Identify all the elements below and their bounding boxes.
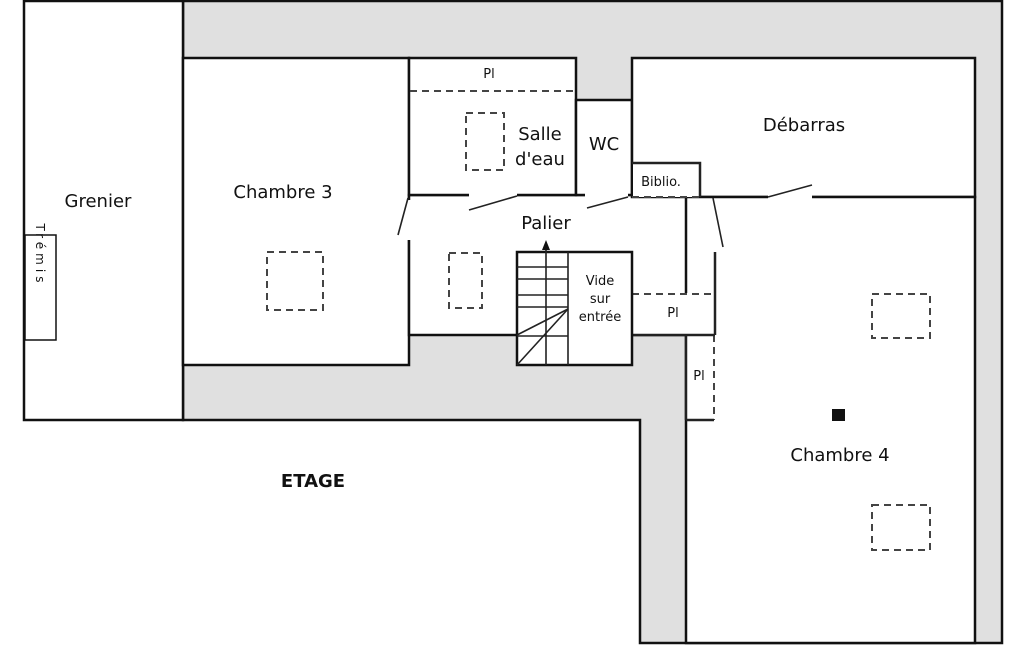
label-tremis: Trémis	[33, 223, 47, 287]
label-pl-salle: Pl	[483, 67, 494, 82]
label-salle-1: Salle	[518, 124, 562, 145]
skylight	[871, 504, 931, 551]
skylight	[448, 252, 483, 309]
label-pl-palier: Pl	[667, 306, 678, 321]
room-biblio	[633, 163, 699, 197]
staircase	[515, 250, 634, 367]
stair-arrow-icon	[542, 240, 550, 250]
label-palier: Palier	[521, 213, 571, 234]
label-vide-2: sur	[590, 292, 611, 307]
room-grenier	[22, 0, 185, 422]
level-title: ETAGE	[281, 471, 345, 492]
room-chambre-3	[181, 56, 411, 367]
room-chambre-4	[684, 195, 977, 645]
chimney-marker	[832, 409, 845, 421]
skylight	[266, 251, 324, 311]
pl-chambre4-closet	[687, 336, 714, 419]
label-vide-3: entrée	[579, 310, 621, 325]
room-salle-deau	[407, 56, 578, 197]
label-grenier: Grenier	[65, 191, 133, 212]
label-vide-1: Vide	[586, 274, 614, 289]
label-chambre-4: Chambre 4	[790, 445, 889, 466]
skylight	[871, 293, 931, 339]
tremis-box	[24, 234, 57, 341]
label-debarras: Débarras	[763, 115, 845, 136]
pl-palier-closet	[633, 293, 714, 334]
label-pl-chambre4: Pl	[693, 369, 704, 384]
label-chambre-3: Chambre 3	[233, 182, 332, 203]
label-salle-2: d'eau	[515, 149, 565, 170]
label-biblio: Biblio.	[641, 175, 681, 190]
label-wc: WC	[589, 134, 619, 155]
skylight	[465, 112, 505, 171]
